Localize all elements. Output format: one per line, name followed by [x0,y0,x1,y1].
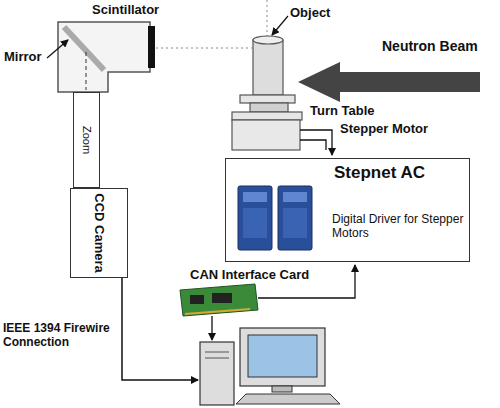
driver-detail [283,192,307,202]
part-label: Object [290,6,330,21]
tower-detail [205,358,229,359]
turn-table [240,95,295,103]
part-label: Stepper Motor [340,122,428,137]
motor-plate [232,112,302,120]
scintillator-plate [148,26,155,68]
turn-table-shaft [250,103,288,112]
monitor-stand [272,386,292,392]
mirror-housing [58,22,150,92]
rotation-axis [267,0,268,37]
box-label: Zoom [80,126,93,154]
part-label: CAN Interface Card [190,268,309,283]
keyboard [236,394,340,404]
box-body: Digital Driver for Stepper Motors [332,213,464,241]
driver-box: Stepnet AC Digital Driver for Stepper Mot… [225,158,470,262]
leader-line [47,40,68,58]
card-chip [212,293,232,303]
pc-tower [200,342,234,405]
driver-module [238,186,272,250]
tower-detail [205,352,229,353]
monitor-screen [248,335,317,377]
connection-label: IEEE 1394 Firewire Connection [3,322,115,350]
box-heading: Stepnet AC [334,163,425,183]
mirror [64,27,104,70]
stepper-motor [232,120,300,150]
can-card [180,284,258,316]
driver-detail [283,208,307,238]
zoom-tube: Zoom [73,92,100,188]
driver-detail [243,192,267,202]
camera-box: CCD Camera [70,188,128,278]
driver-modules [238,186,312,250]
card-chip [190,295,204,304]
box-label: CCD Camera [92,193,107,272]
driver-detail [243,208,267,238]
firewire-link [122,271,198,380]
card-link [211,316,212,340]
part-label: Turn Table [310,104,375,119]
object-cylinder [253,40,283,95]
motor-cable [300,140,326,150]
beam-label: Neutron Beam [382,38,478,54]
part-label: Mirror [4,50,42,65]
card-contacts [185,309,250,314]
motor-cable [300,130,332,155]
optical-path [86,52,87,90]
object-top [253,36,283,44]
leader-line [272,16,288,35]
computer [200,328,340,405]
monitor [240,328,325,386]
part-label: Scintillator [92,3,159,18]
driver-module [278,186,312,250]
neutron-beam-arrow [298,62,480,102]
